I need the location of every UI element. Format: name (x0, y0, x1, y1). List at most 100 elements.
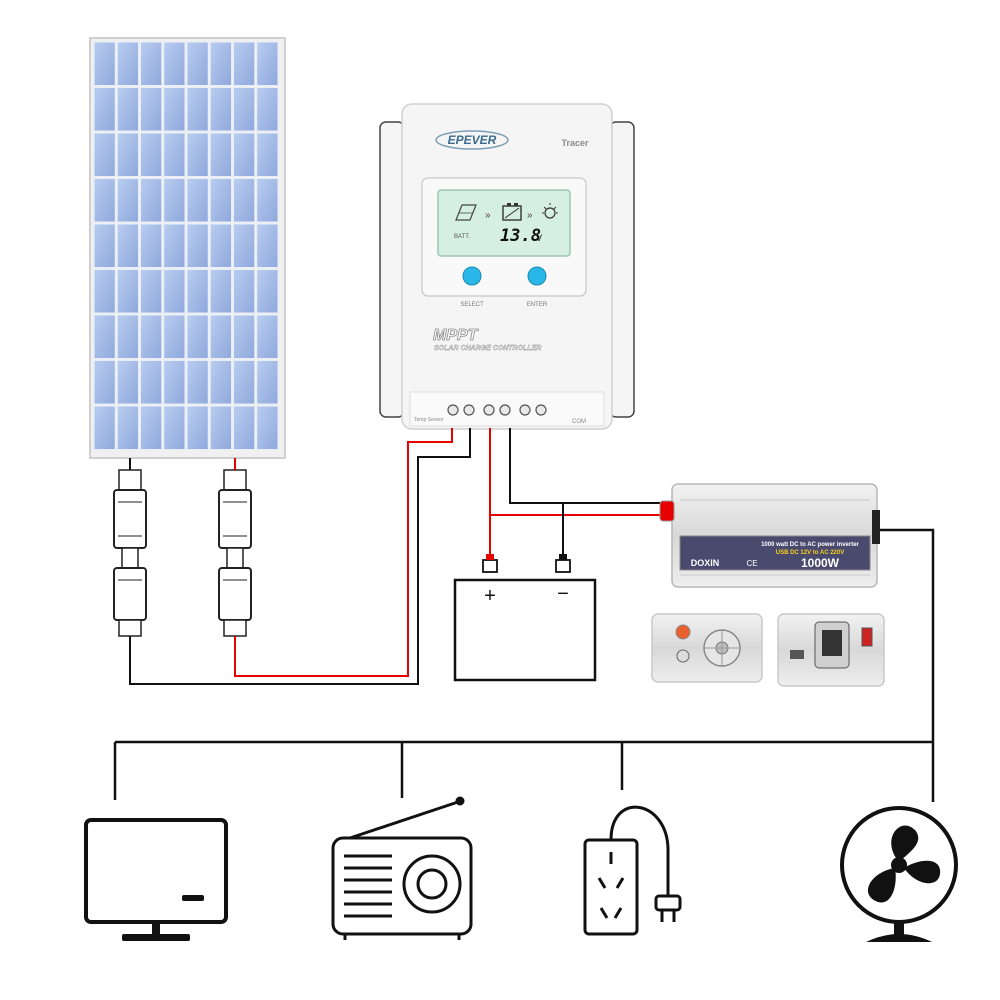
solar-cell (233, 132, 256, 177)
lcd-batt-label: BATT. (454, 234, 470, 240)
monitor-icon (84, 818, 228, 941)
solar-cell (163, 314, 186, 359)
battery-icon: + − (453, 554, 597, 682)
enter-label: ENTER (527, 302, 548, 308)
inverter-line2: USB DC 12V to AC 220V (776, 550, 844, 556)
mppt-title: MPPT (433, 327, 479, 344)
inverter-ce: CE (746, 559, 757, 568)
enter-button[interactable] (527, 266, 547, 286)
mc4-connector-left (113, 469, 147, 637)
solar-cell (116, 360, 139, 405)
inverter-icon: 1000 watt DC to AC power inverter USB DC… (659, 483, 880, 588)
svg-text:»: » (485, 210, 491, 221)
solar-cell (209, 132, 232, 177)
controller-subtitle: SOLAR CHARGE CONTROLLER (434, 345, 541, 352)
fan-icon (840, 806, 958, 942)
solar-cell (93, 360, 116, 405)
solar-cell (233, 314, 256, 359)
solar-cell (140, 360, 163, 405)
solar-cell (186, 223, 209, 268)
solar-cell (256, 87, 279, 132)
wire-panel-negative (129, 428, 471, 685)
svg-text:»: » (527, 210, 533, 221)
charge-controller-icon: EPEVER Tracer » » BATT. 13.8 V (379, 103, 635, 430)
solar-cell (163, 223, 186, 268)
lcd-voltage-reading: 13.8 (500, 226, 541, 246)
inverter-front-view (777, 613, 885, 687)
solar-cell (93, 87, 116, 132)
solar-cell (116, 132, 139, 177)
solar-cell (256, 269, 279, 314)
solar-cell (233, 178, 256, 223)
solar-cell (163, 178, 186, 223)
power-socket-icon (583, 805, 682, 936)
solar-cell (256, 314, 279, 359)
solar-cell (93, 269, 116, 314)
solar-cell (209, 178, 232, 223)
inverter-line1: 1000 watt DC to AC power inverter (761, 542, 859, 548)
solar-cell (186, 360, 209, 405)
solar-cell (233, 41, 256, 86)
solar-cell (93, 314, 116, 359)
solar-cell (93, 405, 116, 450)
terminal-block (447, 404, 547, 416)
solar-cell (116, 405, 139, 450)
solar-cell (233, 360, 256, 405)
lcd-load-icon (542, 203, 558, 219)
wire-battery-positive (489, 428, 662, 560)
select-button[interactable] (462, 266, 482, 286)
brand-logo: EPEVER (448, 133, 497, 147)
solar-cell (256, 360, 279, 405)
lcd-battery-icon: » (502, 203, 533, 221)
solar-cell (93, 178, 116, 223)
solar-cell (93, 41, 116, 86)
solar-cell (140, 41, 163, 86)
solar-cell (93, 223, 116, 268)
mc4-connector-right (218, 469, 252, 637)
solar-cell (256, 223, 279, 268)
solar-cell (116, 314, 139, 359)
solar-cell (209, 223, 232, 268)
solar-cell (209, 360, 232, 405)
solar-cell (140, 405, 163, 450)
solar-cell (116, 41, 139, 86)
solar-cell (186, 41, 209, 86)
solar-cell (209, 314, 232, 359)
solar-panel-icon (89, 37, 286, 459)
solar-cell (186, 405, 209, 450)
brand-logo-ring (435, 130, 509, 150)
radio-icon (331, 796, 473, 940)
solar-cell (116, 223, 139, 268)
solar-cell (140, 269, 163, 314)
solar-cell (116, 269, 139, 314)
solar-cell (233, 405, 256, 450)
inverter-rear-view (651, 613, 763, 683)
solar-cell (163, 360, 186, 405)
wire-panel-leads (129, 458, 236, 470)
solar-cell (186, 178, 209, 223)
model-label: Tracer (561, 138, 589, 148)
solar-cell (209, 405, 232, 450)
solar-cell (93, 132, 116, 177)
solar-cell (186, 314, 209, 359)
solar-cell (186, 132, 209, 177)
wire-panel-positive (234, 428, 453, 677)
solar-cell (163, 405, 186, 450)
temp-sensor-label: Temp Sensor (414, 417, 444, 423)
inverter-watt: 1000W (801, 556, 840, 570)
solar-cell (140, 223, 163, 268)
lcd-screen (437, 189, 571, 257)
battery-plus: + (484, 585, 496, 607)
select-label: SELECT (460, 302, 484, 308)
solar-cell (140, 314, 163, 359)
solar-cell (163, 41, 186, 86)
solar-cell (256, 405, 279, 450)
solar-cell (256, 132, 279, 177)
inverter-brand: DOXIN (691, 558, 720, 568)
solar-cell (209, 41, 232, 86)
solar-cell (140, 132, 163, 177)
solar-cell (256, 178, 279, 223)
solar-cell (186, 269, 209, 314)
solar-cell (140, 87, 163, 132)
